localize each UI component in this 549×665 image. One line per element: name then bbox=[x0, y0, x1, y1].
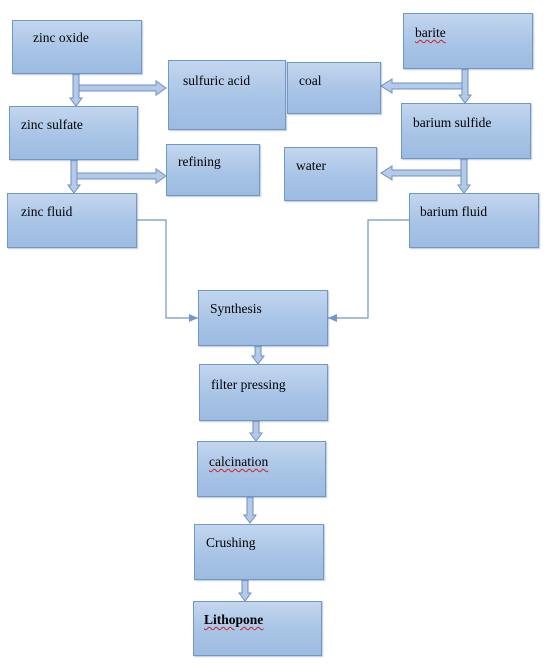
connector-barium-fluid-to-synthesis bbox=[328, 219, 409, 322]
label-zinc-fluid: zinc fluid bbox=[21, 204, 73, 219]
arrow-to-coal bbox=[380, 78, 463, 94]
arrow-synthesis-to-filter-pressing bbox=[251, 345, 265, 365]
label-calcination: calcination bbox=[209, 454, 269, 469]
node-refining bbox=[166, 144, 260, 196]
label-crushing: Crushing bbox=[206, 535, 256, 550]
label-zinc-sulfate: zinc sulfate bbox=[21, 117, 83, 132]
label-barium-sulfide: barium sulfide bbox=[413, 115, 492, 130]
label-refining: refining bbox=[178, 154, 221, 169]
arrow-filter-pressing-to-calcination bbox=[249, 420, 263, 442]
arrow-to-water bbox=[380, 165, 462, 181]
label-barite: barite bbox=[415, 25, 446, 40]
label-water: water bbox=[296, 158, 326, 173]
node-barium-fluid bbox=[409, 193, 539, 248]
node-coal bbox=[287, 62, 381, 114]
label-zinc-oxide: zinc oxide bbox=[33, 30, 89, 45]
node-filter-pressing bbox=[199, 364, 328, 421]
label-filter-pressing: filter pressing bbox=[211, 377, 286, 392]
node-barite bbox=[403, 13, 533, 69]
label-lithopone: Lithopone bbox=[204, 612, 264, 627]
node-sulfuric-acid bbox=[168, 60, 286, 130]
arrow-zinc-oxide-to-zinc-sulfate bbox=[69, 73, 83, 107]
arrow-zinc-sulfate-to-zinc-fluid bbox=[67, 159, 81, 194]
node-zinc-sulfate bbox=[9, 106, 138, 160]
node-barium-sulfide bbox=[401, 103, 531, 159]
node-lithopone bbox=[193, 601, 322, 656]
arrow-barium-sulfide-to-barium-fluid bbox=[457, 158, 471, 194]
node-crushing bbox=[194, 524, 324, 580]
arrow-crushing-to-lithopone bbox=[238, 579, 252, 602]
arrow-to-refining bbox=[76, 168, 167, 184]
node-synthesis bbox=[198, 290, 328, 346]
node-calcination bbox=[197, 441, 326, 497]
label-barium-fluid: barium fluid bbox=[420, 204, 488, 219]
node-zinc-fluid bbox=[7, 193, 137, 248]
arrow-to-sulfuric-acid bbox=[78, 80, 167, 96]
arrow-barite-to-barium-sulfide bbox=[458, 68, 472, 104]
label-sulfuric-acid: sulfuric acid bbox=[183, 73, 251, 88]
arrow-calcination-to-crushing bbox=[243, 496, 257, 524]
node-water bbox=[284, 147, 377, 201]
node-zinc-oxide bbox=[12, 20, 142, 74]
connector-zinc-fluid-to-synthesis bbox=[137, 219, 198, 322]
label-synthesis: Synthesis bbox=[210, 301, 262, 316]
label-coal: coal bbox=[299, 73, 322, 88]
